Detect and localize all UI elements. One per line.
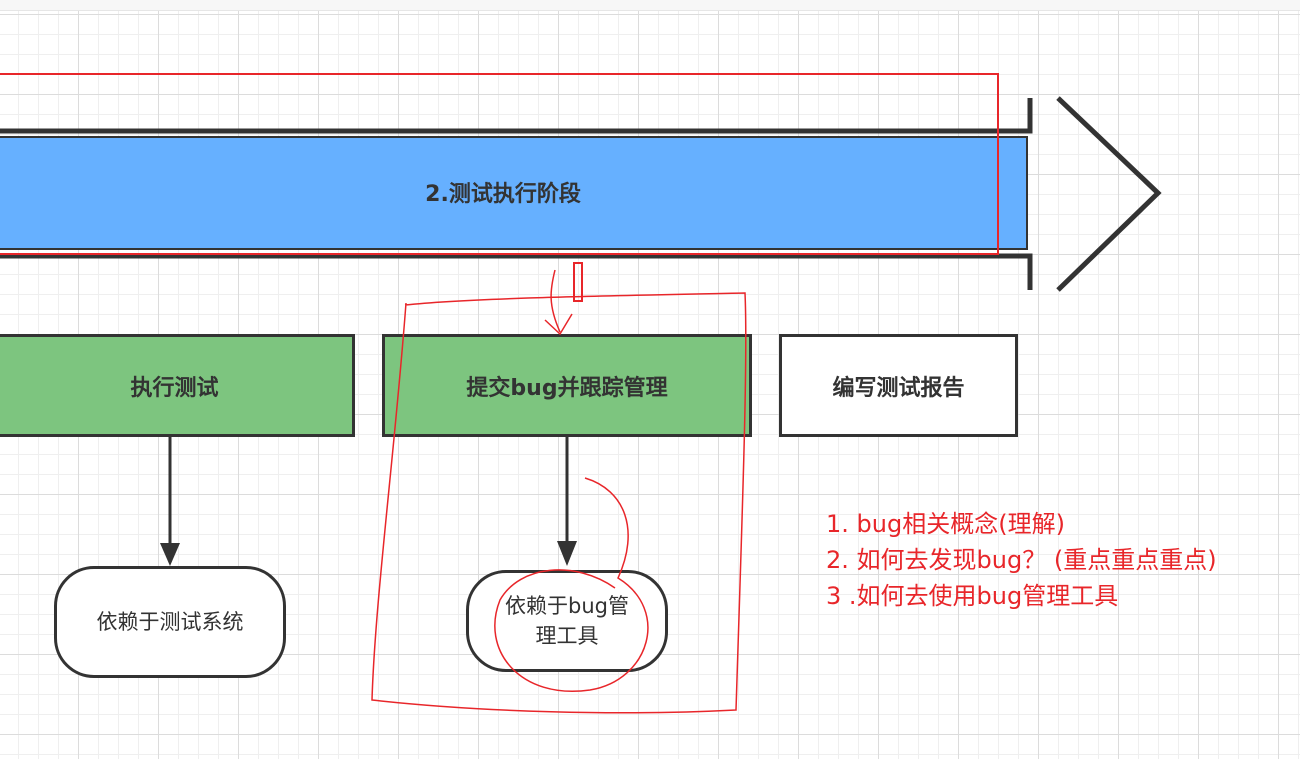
node-bug-tool[interactable]: 依赖于bug管 理工具 xyxy=(466,570,668,672)
box-write-report-label: 编写测试报告 xyxy=(832,375,965,401)
node-bug-tool-label-line2: 理工具 xyxy=(535,624,599,648)
selection-rectangle xyxy=(0,73,999,255)
note-2: 2. 如何去发现bug？ (重点重点重点) xyxy=(826,546,1217,574)
node-bug-tool-label-line1: 依赖于bug管 xyxy=(505,594,629,618)
stage-title: 2.测试执行阶段 xyxy=(425,182,581,207)
note-1: 1. bug相关概念(理解) xyxy=(826,510,1065,538)
red-notes: 1. bug相关概念(理解) 2. 如何去发现bug？ (重点重点重点) 3 .… xyxy=(826,506,1217,614)
hand-drawn-arrow xyxy=(550,269,561,333)
hand-drawn-enclosure xyxy=(371,292,747,714)
box-execute-test[interactable]: 执行测试 xyxy=(0,334,355,437)
box-submit-bug[interactable]: 提交bug并跟踪管理 xyxy=(382,334,752,437)
arrowhead-execute-to-system xyxy=(160,543,180,566)
node-test-system[interactable]: 依赖于测试系统 xyxy=(54,566,286,678)
canvas-top-edge xyxy=(0,0,1300,11)
box-write-report[interactable]: 编写测试报告 xyxy=(779,334,1018,437)
marker-rectangle xyxy=(573,262,583,302)
node-test-system-label: 依赖于测试系统 xyxy=(96,610,244,634)
hand-drawn-arrowhead xyxy=(544,313,573,336)
box-submit-bug-label: 提交bug并跟踪管理 xyxy=(466,375,668,401)
hand-drawn-circle xyxy=(494,477,649,692)
stage-arrow-body[interactable] xyxy=(0,136,1028,250)
box-execute-test-label: 执行测试 xyxy=(130,375,219,401)
arrowhead-bug-to-tool xyxy=(557,541,577,566)
note-3: 3 .如何去使用bug管理工具 xyxy=(826,582,1119,610)
